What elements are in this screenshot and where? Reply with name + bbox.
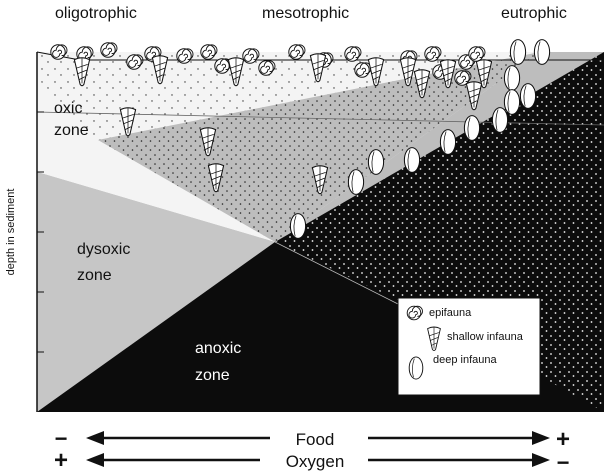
oxygen-gradient: + Oxygen − [54,447,569,474]
legend-shallow-infauna-label: shallow infauna [447,331,524,343]
legend-shallow-infauna-icon [427,326,441,352]
shallow-infauna-symbols [73,53,493,195]
deep-infauna-icon [367,149,385,175]
dysoxic-zone-label-line2: zone [77,267,112,284]
anoxic-zone-label-line1: anoxic [195,340,241,357]
shallow-infauna-icon [439,59,457,89]
oxygen-arrowhead-right [532,453,550,467]
deep-infauna-symbols [289,39,551,239]
epifauna-icon [424,46,442,62]
shallow-infauna-icon [413,69,431,99]
epifauna-icon [242,48,260,64]
oxic-zone-label-line2: zone [54,122,89,139]
legend-epifauna-label: epifauna [429,307,472,319]
mesic-dots [98,52,540,242]
oxic-zone-label-line1: oxic [54,100,82,117]
epifauna-icon [100,42,118,58]
oxygen-left-sign: + [54,447,68,474]
epifauna-icon [406,305,423,321]
oxygen-label: Oxygen [286,452,345,471]
shallow-infauna-icon [199,127,217,157]
epifauna-icon [50,44,68,60]
food-left-sign: − [55,426,68,451]
dysoxic-zone-label: dysoxic zone [77,241,130,284]
shallow-infauna-icon [311,165,329,195]
oxic-zone-label: oxic zone [54,100,89,139]
eutrophic-label: eutrophic [501,5,567,22]
mesotrophic-label: mesotrophic [262,5,349,22]
deep-infauna-icon [503,89,521,115]
deep-boundary-line [274,241,401,306]
legend-deep-infauna-icon [408,356,424,380]
anoxic-zone-label-line2: zone [195,367,230,384]
epifauna-icon [344,46,362,62]
shallow-infauna-icon [475,59,493,89]
shallow-infauna-icon [119,107,137,137]
y-axis-label: depth in sediment [5,189,17,276]
shallow-infauna-icon [399,57,417,87]
epifauna-icon [126,54,144,70]
legend-deep-infauna-label: deep infauna [433,354,497,366]
food-arrowhead-right [532,431,550,445]
oligotrophic-label: oligotrophic [55,5,137,22]
shallow-infauna-icon [227,57,245,87]
deep-infauna-icon [491,107,509,133]
anoxic-zone-label: anoxic zone [195,340,241,384]
shallow-infauna-icon [309,53,327,83]
shallow-infauna-icon [73,57,91,87]
deep-infauna-icon [289,213,307,239]
deep-infauna-icon [403,147,421,173]
shallow-infauna-icon [367,57,385,87]
food-label: Food [296,430,335,449]
epifauna-icon [354,62,372,78]
epifauna-icon [468,46,486,62]
epifauna-icon [454,70,472,86]
deep-infauna-icon [439,129,457,155]
food-gradient: − Food + [55,426,570,453]
deep-infauna-icon [509,39,527,65]
oxygen-right-sign: − [557,450,570,474]
shallow-infauna-icon [151,55,169,85]
deep-infauna-icon [347,169,365,195]
deep-infauna-icon [408,356,424,380]
dysoxic-zone-area [37,172,275,412]
food-right-sign: + [556,426,570,453]
epifauna-icon [176,48,194,64]
epifauna-icon [200,44,218,60]
epifauna-icon [288,44,306,60]
axis-ticks [37,111,44,353]
shallow-infauna-icon [207,163,225,193]
deep-infauna-icon [503,65,521,91]
legend: epifauna shallow infauna deep infauna [397,297,541,396]
shallow-infauna-icon [427,326,441,352]
dysoxic-zone-label-line1: dysoxic [77,241,130,258]
legend-epifauna-icon [406,305,423,321]
deep-infauna-icon [519,83,537,109]
food-arrowhead-left [86,431,104,445]
deep-infauna-icon [533,39,551,65]
epifauna-icon [258,60,276,76]
shallow-infauna-icon [465,81,483,111]
oxygen-arrowhead-left [86,453,104,467]
deep-infauna-icon [463,115,481,141]
